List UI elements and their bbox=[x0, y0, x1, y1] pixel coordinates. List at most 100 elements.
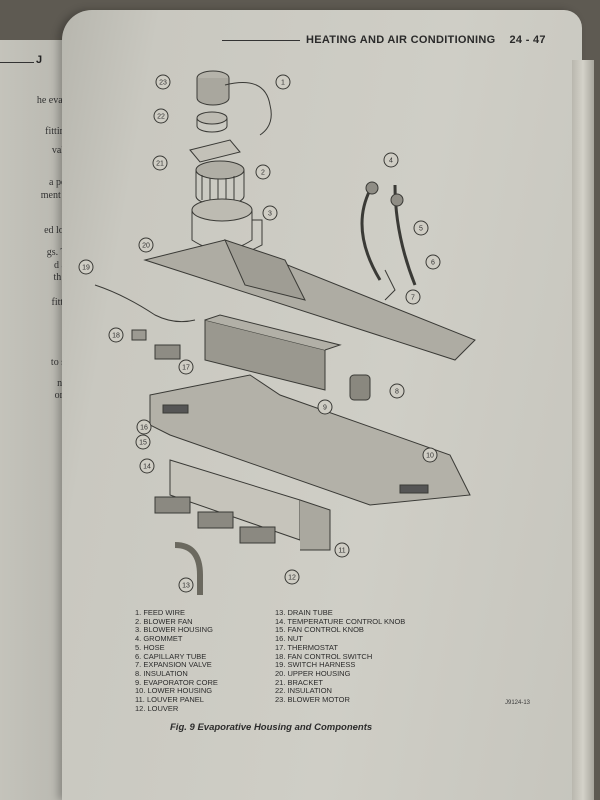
legend-item: 11. LOUVER PANEL bbox=[135, 695, 204, 705]
upper-housing bbox=[143, 239, 476, 361]
callout-circle bbox=[413, 220, 429, 236]
legend-item: 23. BLOWER MOTOR bbox=[275, 695, 350, 705]
legend-item: 19. SWITCH HARNESS bbox=[275, 660, 356, 670]
callout-circle bbox=[255, 164, 271, 180]
louvers bbox=[154, 496, 276, 544]
blower-motor bbox=[196, 70, 230, 106]
callout-circle bbox=[334, 542, 350, 558]
page-header: HEATING AND AIR CONDITIONING 24 - 47 bbox=[222, 34, 546, 46]
legend-item: 14. TEMPERATURE CONTROL KNOB bbox=[275, 616, 406, 626]
upper-housing-duct bbox=[224, 239, 306, 301]
page-number: 24 - 47 bbox=[509, 34, 546, 46]
callout-circle bbox=[108, 327, 124, 343]
legend-item: 22. INSULATION bbox=[275, 686, 332, 696]
callout-circle bbox=[425, 254, 441, 270]
blower-fan bbox=[195, 160, 245, 206]
hoses bbox=[360, 184, 417, 286]
callout-number: 2 bbox=[261, 170, 265, 177]
callout-number: 20 bbox=[142, 243, 150, 250]
legend-item: 1. FEED WIRE bbox=[135, 608, 186, 617]
bracket bbox=[189, 139, 241, 163]
callout-circle bbox=[178, 577, 194, 593]
section-title: HEATING AND AIR CONDITIONING bbox=[306, 34, 496, 46]
callout-number: 21 bbox=[156, 161, 164, 168]
legend-item: 21. BRACKET bbox=[275, 677, 323, 687]
callout-number: 23 bbox=[159, 80, 167, 87]
callout-number: 3 bbox=[268, 211, 272, 218]
callout-circle bbox=[136, 419, 152, 435]
page-edges bbox=[572, 60, 594, 800]
callout-number: 8 bbox=[395, 389, 399, 396]
legend-item: 6. CAPILLARY TUBE bbox=[135, 651, 207, 661]
legend-item: 15. FAN CONTROL KNOB bbox=[275, 625, 364, 635]
callout-number: 16 bbox=[140, 425, 148, 432]
lower-housing-vent bbox=[162, 404, 189, 414]
callout-circle bbox=[178, 359, 194, 375]
legend-item: 13. DRAIN TUBE bbox=[275, 608, 333, 617]
left-page-text-line: fittings, bbox=[45, 126, 76, 137]
legend-item: 17. THERMOSTAT bbox=[275, 642, 338, 652]
legend-item: 4. GROMMET bbox=[135, 634, 183, 644]
lower-housing-vent bbox=[399, 484, 429, 494]
figure-caption: Fig. 9 Evaporative Housing and Component… bbox=[170, 722, 373, 733]
callout-number: 9 bbox=[323, 405, 327, 412]
left-page-text-line: ed loca- bbox=[44, 225, 76, 236]
callout-number: 18 bbox=[112, 333, 120, 340]
legend-item: 12. LOUVER bbox=[135, 703, 179, 713]
legend-item: 10. LOWER HOUSING bbox=[135, 686, 213, 696]
legend-item: 8. INSULATION bbox=[135, 668, 188, 678]
callout-number: 17 bbox=[182, 365, 190, 372]
callout-number: 7 bbox=[411, 295, 415, 302]
callout-circle bbox=[135, 434, 151, 450]
callout-circle bbox=[138, 237, 154, 253]
drain-tube bbox=[174, 542, 203, 595]
callout-number: 13 bbox=[182, 583, 190, 590]
left-section-marker: J bbox=[36, 54, 43, 66]
legend-item: 16. NUT bbox=[275, 634, 303, 644]
fan-control-switch bbox=[131, 329, 147, 341]
louver-panel-side bbox=[299, 499, 331, 551]
insulation bbox=[349, 374, 371, 401]
callout-circle bbox=[317, 399, 333, 415]
left-header-rule bbox=[0, 62, 34, 63]
callout-circle bbox=[284, 569, 300, 585]
legend-item: 20. UPPER HOUSING bbox=[275, 668, 351, 678]
legend-item: 5. HOSE bbox=[135, 642, 165, 652]
legend-item: 7. EXPANSION VALVE bbox=[135, 660, 212, 670]
legend-item: 3. BLOWER HOUSING bbox=[135, 625, 213, 635]
callout-number: 1 bbox=[281, 80, 285, 87]
callout-number: 12 bbox=[288, 575, 296, 582]
callout-circle bbox=[389, 383, 405, 399]
figure-id: J9124-13 bbox=[505, 700, 531, 706]
callout-circle bbox=[78, 259, 94, 275]
callout-circle bbox=[152, 155, 168, 171]
left-page-text-line: gs. The bbox=[46, 247, 76, 258]
callout-number: 22 bbox=[157, 114, 165, 121]
callout-number: 14 bbox=[143, 464, 151, 471]
callout-circle bbox=[139, 458, 155, 474]
header-rule bbox=[222, 39, 300, 41]
expansion-valve bbox=[384, 269, 396, 301]
callout-number: 10 bbox=[426, 453, 434, 460]
callout-circle bbox=[405, 289, 421, 305]
callout-number: 4 bbox=[389, 158, 393, 165]
lower-housing bbox=[149, 374, 471, 506]
callout-number: 11 bbox=[338, 548, 345, 555]
callout-circle bbox=[155, 74, 171, 90]
left-page-text-line: ment ex- bbox=[40, 190, 76, 201]
feed-wire bbox=[224, 82, 272, 136]
callout-circle bbox=[275, 74, 291, 90]
grommet bbox=[365, 181, 379, 195]
grommet bbox=[390, 193, 404, 207]
callout-number: 5 bbox=[419, 226, 423, 233]
callout-circle bbox=[153, 108, 169, 124]
callout-number: 15 bbox=[139, 440, 147, 447]
thermostat bbox=[154, 344, 181, 360]
left-page-text-line: he evapo- bbox=[36, 95, 76, 106]
callout-circle bbox=[422, 447, 438, 463]
callout-number: 19 bbox=[82, 265, 90, 272]
